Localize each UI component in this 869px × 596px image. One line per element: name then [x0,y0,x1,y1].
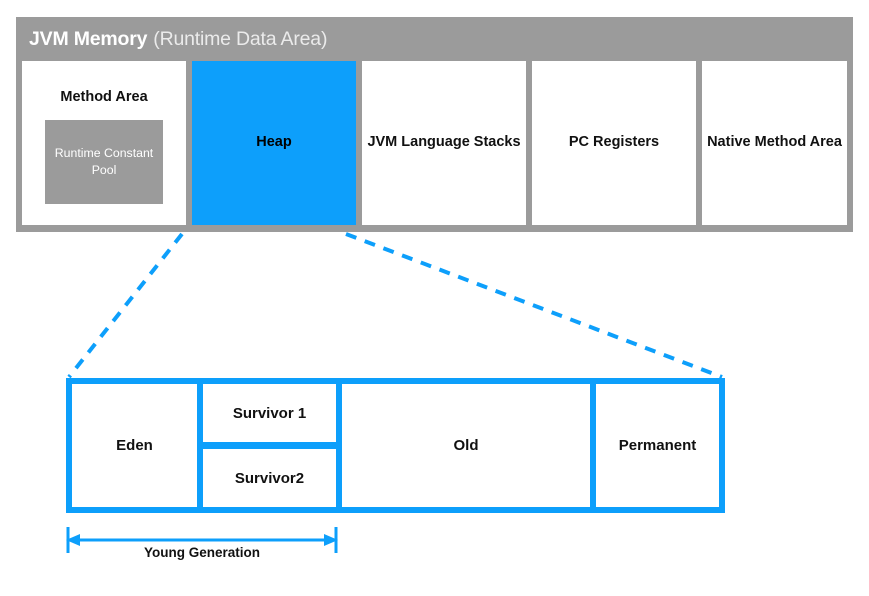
native-method-area-cell: Native Method Area [702,61,847,225]
eden-cell: Eden [72,384,197,507]
method-area-cell: Method Area Runtime Constant Pool [22,61,186,225]
jvm-memory-header: JVM Memory (Runtime Data Area) [16,17,853,61]
permanent-generation-cell: Permanent [596,384,719,507]
divider-survivor-old [336,384,342,507]
old-generation-cell: Old [342,384,590,507]
pc-registers-cell: PC Registers [532,61,696,225]
survivor2-cell: Survivor2 [203,449,336,507]
jvm-memory-panel: JVM Memory (Runtime Data Area) Method Ar… [16,17,853,232]
method-area-label: Method Area [60,89,148,105]
young-generation-label: Young Generation [143,545,260,560]
jvm-memory-subtitle: (Runtime Data Area) [153,27,328,50]
jvm-memory-title: JVM Memory [29,27,148,50]
divider-old-permanent [590,384,596,507]
survivor1-cell: Survivor 1 [203,384,336,442]
heap-detail-box: Eden Survivor 1 Survivor2 Old Permanent [66,378,725,513]
runtime-constant-pool-box: Runtime Constant Pool [45,120,163,204]
connector-right [345,232,723,379]
runtime-data-area-cells: Method Area Runtime Constant Pool Heap J… [22,61,847,225]
heap-cell: Heap [192,61,356,225]
jvm-language-stacks-cell: JVM Language Stacks [362,61,526,225]
divider-survivor1-survivor2 [197,442,342,449]
connector-left [67,232,184,379]
